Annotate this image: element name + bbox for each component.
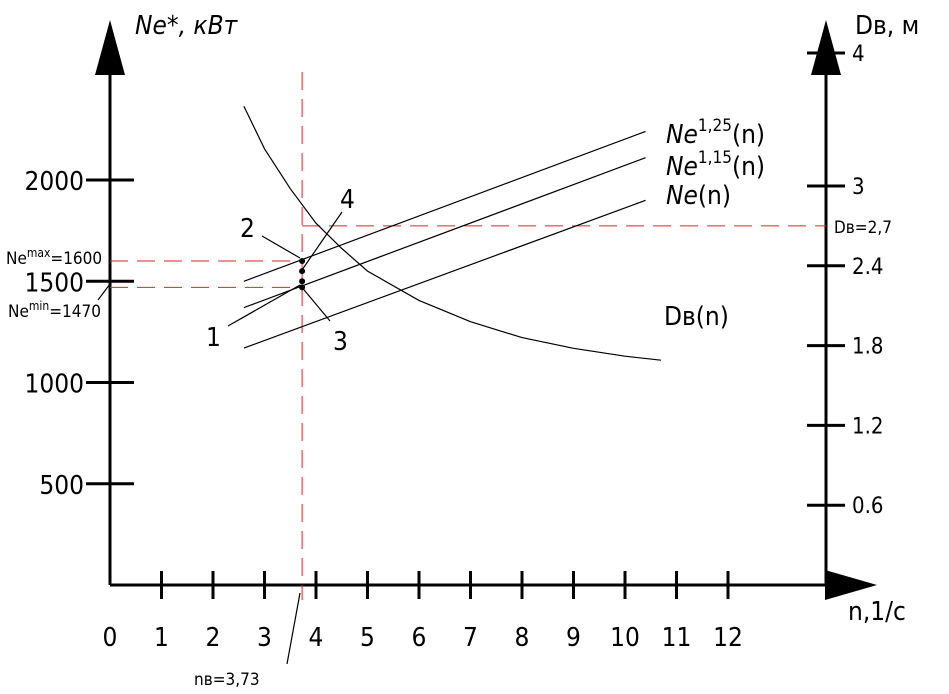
- leader-3: [299, 284, 331, 322]
- right-tick-label: 1.2: [852, 414, 883, 439]
- series-label-dv: Dв(n): [664, 302, 729, 332]
- marker-point: [299, 278, 306, 285]
- ne-min-label: Nemin=1470: [8, 299, 101, 322]
- label-1: 1: [206, 323, 221, 353]
- dv-label: Dв=2,7: [834, 218, 892, 238]
- ne-max-label: Nemax=1600: [6, 246, 102, 269]
- x-axis-title: n,1/c: [848, 597, 906, 627]
- x-tick-label: 0: [103, 623, 118, 653]
- series-line: [243, 105, 662, 361]
- right-tick-label: 0.6: [852, 494, 883, 519]
- right-tick-label: 4: [852, 42, 865, 67]
- series-label-ne125: Ne1,25(n): [666, 116, 765, 150]
- series-line: [243, 199, 646, 349]
- left-axis-title: Ne*, кВт: [135, 11, 239, 41]
- x-tick-label: 8: [515, 623, 530, 653]
- x-axis-arrow: [825, 570, 877, 600]
- label-4: 4: [340, 185, 355, 215]
- leader-ne-min: [97, 283, 111, 301]
- left-axis-arrow: [95, 20, 125, 75]
- x-tick-label: 7: [463, 623, 478, 653]
- series-line: [243, 157, 646, 309]
- leader-1: [227, 284, 301, 327]
- leader-4: [301, 211, 343, 271]
- x-tick-label: 5: [360, 623, 375, 653]
- right-tick-label: 3: [852, 175, 865, 200]
- x-tick-label: 10: [610, 623, 640, 653]
- right-axis-title: Dв, м: [855, 11, 919, 41]
- leader-nv: [286, 592, 301, 665]
- nv-label: nв=3,73: [194, 670, 260, 690]
- x-tick-label: 6: [412, 623, 427, 653]
- left-tick-label: 2000: [24, 167, 84, 197]
- label-3: 3: [333, 327, 348, 357]
- x-tick-label: 9: [566, 623, 581, 653]
- x-tick-label: 12: [713, 623, 743, 653]
- left-tick-label: 500: [39, 471, 84, 501]
- leader-2: [261, 235, 301, 259]
- series-label-ne: Ne(n): [666, 181, 731, 211]
- right-tick-label: 2.4: [852, 255, 883, 280]
- right-axis-arrow: [811, 20, 841, 75]
- marker-point: [299, 258, 306, 264]
- label-2: 2: [240, 214, 255, 244]
- x-tick-label: 3: [257, 623, 272, 653]
- x-tick-label: 1: [154, 623, 169, 653]
- x-tick-label: 2: [206, 623, 221, 653]
- x-tick-label: 11: [662, 623, 692, 653]
- x-tick-label: 4: [309, 623, 324, 653]
- left-tick-label: 1500: [24, 268, 84, 298]
- right-tick-label: 1.8: [852, 335, 883, 360]
- series-label-ne115: Ne1,15(n): [666, 148, 765, 182]
- marker-point: [299, 268, 306, 275]
- left-tick-label: 1000: [24, 370, 84, 400]
